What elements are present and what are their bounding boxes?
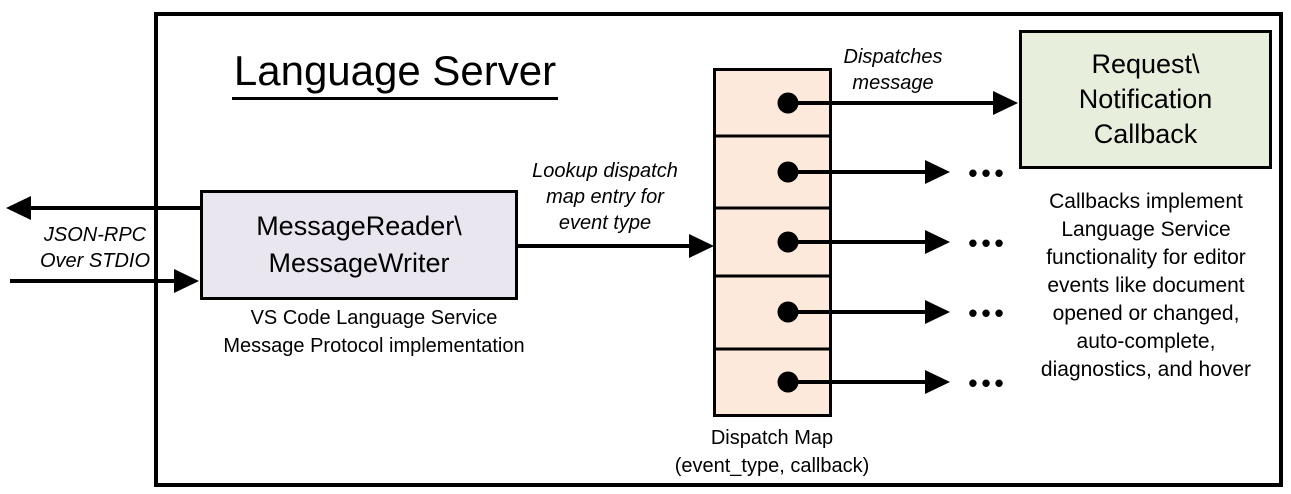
callbacks-description: Callbacks implement Language Service fun…	[1040, 190, 1252, 381]
ellipsis-more-callbacks: •••	[968, 158, 1008, 188]
ellipsis-more-callbacks: •••	[968, 298, 1008, 328]
request-notification-callback-label: Request\ Notification Callback	[1078, 49, 1213, 149]
diagram-title-text: Language Server	[231, 48, 559, 100]
ellipsis-more-callbacks: •••	[968, 368, 1008, 398]
dispatch-map-label: Dispatch Map (event_type, callback)	[674, 427, 870, 477]
page-title: Language Server	[200, 48, 590, 100]
lookup-dispatch-label: Lookup dispatch map entry for event type	[532, 160, 678, 234]
message-reader-writer-label: MessageReader\ MessageWriter	[256, 211, 462, 278]
dispatches-message-label: Dispatches message	[843, 46, 943, 94]
message-box-caption: VS Code Language Service Message Protoco…	[223, 307, 525, 357]
request-notification-callback-box: Request\ Notification Callback	[1019, 30, 1272, 169]
ellipsis-more-callbacks: •••	[968, 228, 1008, 258]
language-server-boundary	[154, 12, 1283, 487]
message-reader-writer-box: MessageReader\ MessageWriter	[200, 190, 518, 300]
stdio-channel-label: JSON-RPC Over STDIO	[39, 224, 150, 272]
